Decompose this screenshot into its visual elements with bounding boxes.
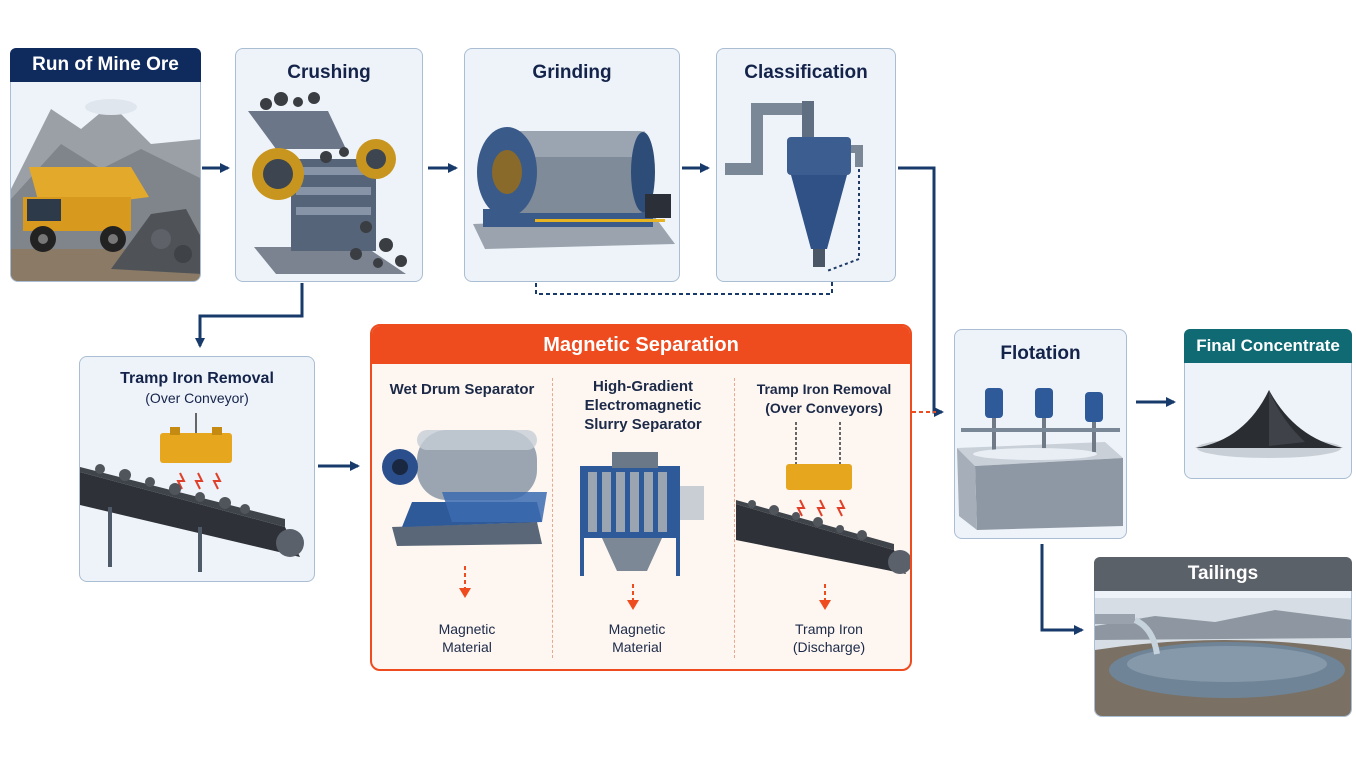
magnetic-material-arrow-2: [627, 584, 639, 610]
node-crushing: Crushing: [235, 48, 423, 282]
wet-drum-separator-title: Wet Drum Separator: [389, 381, 535, 398]
tailings-title: Tailings: [1094, 557, 1352, 591]
flotation-title: Flotation: [1000, 343, 1081, 364]
conveyor-icon: [80, 464, 304, 572]
tramp-iron-conveyors-title: Tramp Iron Removal (Over Conveyors): [756, 381, 892, 416]
tailings-pond-icon: [1095, 598, 1351, 716]
hgms-separator-title: High-Gradient Electromagnetic Slurry Sep…: [584, 378, 702, 433]
arrow-flotation-to-tailings: [1040, 544, 1084, 635]
arrow-classification-to-flotation: [898, 166, 944, 417]
classification-title: Classification: [744, 62, 868, 83]
divider-1: [552, 378, 553, 658]
magnetic-material-arrow-1: [459, 566, 471, 598]
node-flotation: Flotation: [954, 329, 1127, 539]
final-concentrate-title: Final Concentrate: [1184, 329, 1352, 363]
dump-truck-icon: [11, 99, 200, 281]
tramp-iron-output-label: Tramp Iron (Discharge): [792, 621, 866, 655]
magnetic-separation-title: Magnetic Separation: [543, 334, 739, 356]
node-tramp-iron-removal: Tramp Iron Removal (Over Conveyor): [79, 356, 315, 582]
flotation-cells-icon: [957, 388, 1123, 530]
lifting-magnet-icon: [160, 413, 232, 490]
tramp-iron-subtitle: (Over Conveyor): [145, 390, 249, 406]
wet-drum-output-label: Magnetic Material: [438, 621, 496, 655]
node-grinding: Grinding: [464, 48, 680, 282]
node-magnetic-separation: Magnetic Separation Wet Drum Separator M…: [370, 324, 912, 671]
wet-drum-separator-icon: [382, 430, 547, 546]
tramp-iron-conveyor-icon: [736, 422, 910, 574]
tramp-iron-title: Tramp Iron Removal: [120, 370, 274, 387]
grinding-title: Grinding: [532, 62, 612, 83]
hydrocyclone-icon: [725, 101, 863, 272]
divider-2: [734, 378, 735, 658]
run-of-mine-title: Run of Mine Ore: [10, 48, 201, 82]
hgms-separator-icon: [580, 452, 704, 576]
crushing-title: Crushing: [287, 62, 371, 83]
node-classification: Classification: [716, 48, 896, 282]
jaw-crusher-icon: [248, 92, 407, 274]
tramp-iron-arrow: [819, 584, 831, 610]
node-run-of-mine: [10, 48, 201, 282]
concentrate-pile-icon: [1195, 390, 1343, 458]
arrow-crushing-to-tramp: [195, 283, 304, 348]
ball-mill-icon: [473, 127, 675, 249]
magnetic-separation-header: [372, 326, 910, 364]
hgms-output-label: Magnetic Material: [608, 621, 666, 655]
